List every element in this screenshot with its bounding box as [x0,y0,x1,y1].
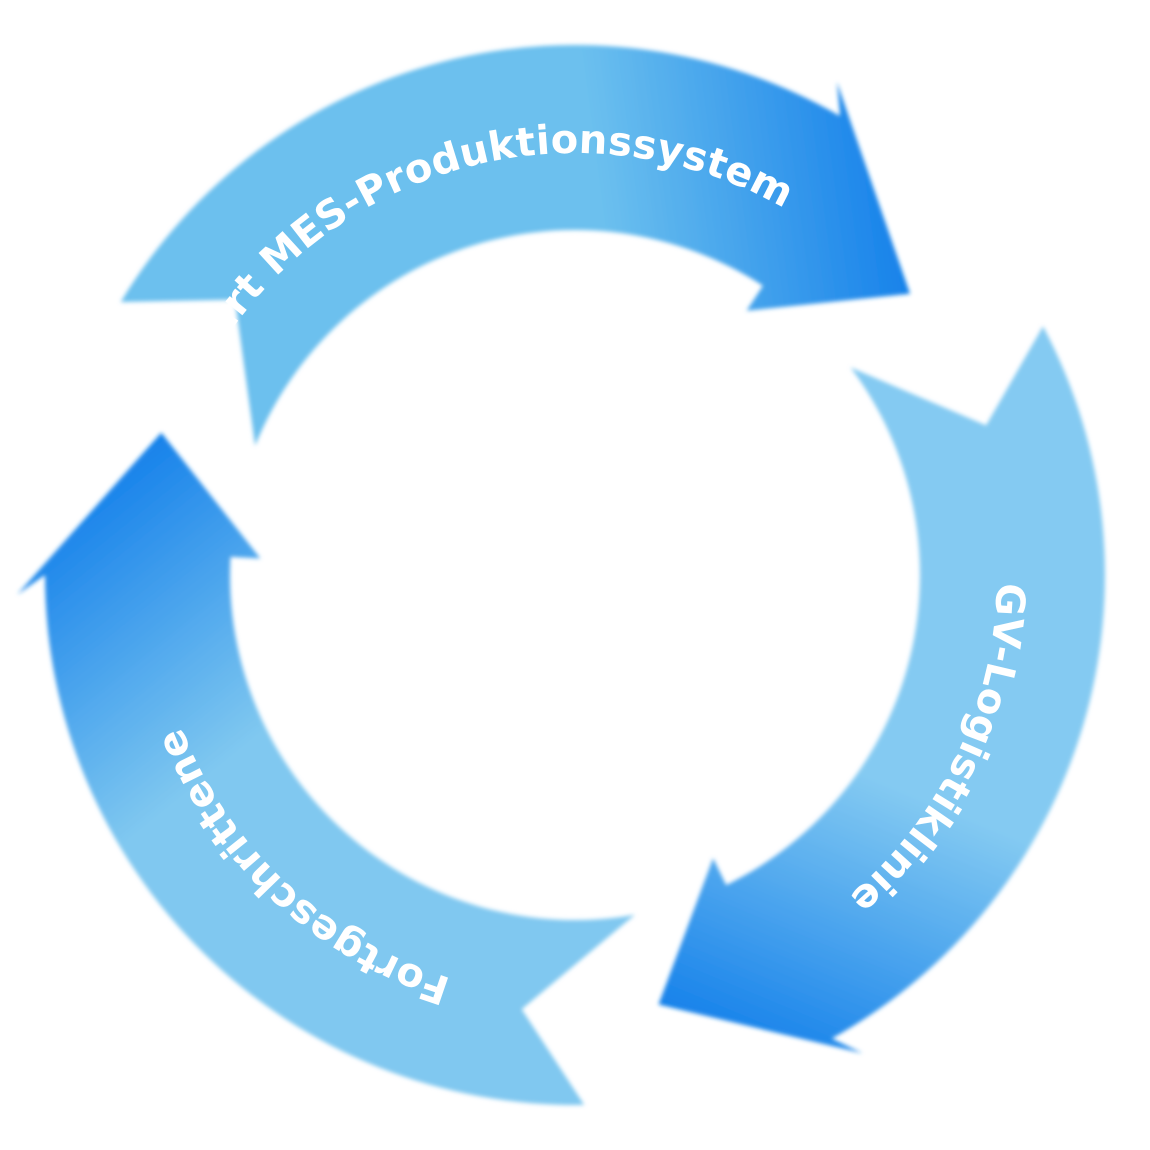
arrow-advanced [17,432,635,1105]
arrow-mes [120,44,911,446]
arrow-agv [658,326,1105,1054]
